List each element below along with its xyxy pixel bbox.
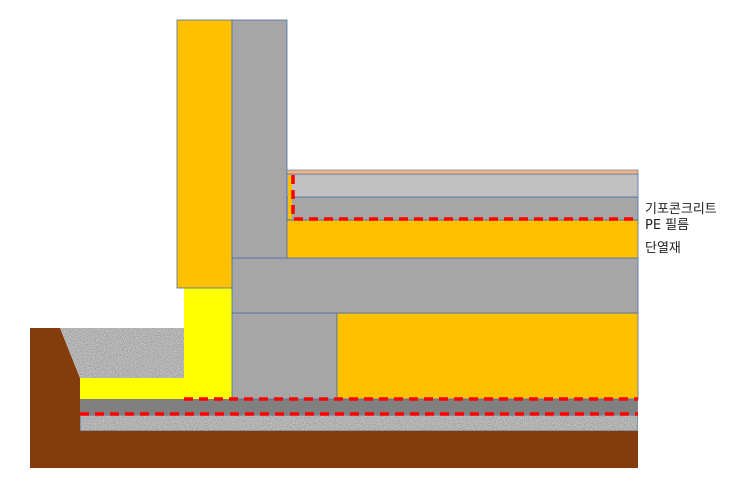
foam-concrete-lower — [286, 196, 639, 221]
gravel-backfill — [60, 328, 184, 378]
perimeter-insulation-vertical — [184, 288, 232, 399]
footing — [231, 312, 338, 400]
label-pe-film: PE 필름 — [645, 218, 690, 233]
perimeter-insulation-horizontal — [80, 378, 184, 399]
lean-concrete — [80, 399, 638, 415]
floor-finish — [286, 169, 639, 175]
exterior-wall-insulation — [176, 19, 233, 289]
edge-strip — [288, 175, 292, 219]
foam-concrete-upper — [286, 173, 639, 198]
soil — [30, 328, 638, 468]
concrete-slab — [231, 257, 639, 314]
concrete-wall — [231, 19, 288, 259]
gravel-base — [79, 414, 639, 432]
floor-insulation — [286, 219, 639, 259]
label-insulation: 단열재 — [645, 241, 681, 256]
label-foam-concrete: 기포콘크리트 — [645, 202, 717, 217]
under-slab-insulation — [336, 312, 639, 400]
pe-film-floor — [291, 175, 638, 221]
